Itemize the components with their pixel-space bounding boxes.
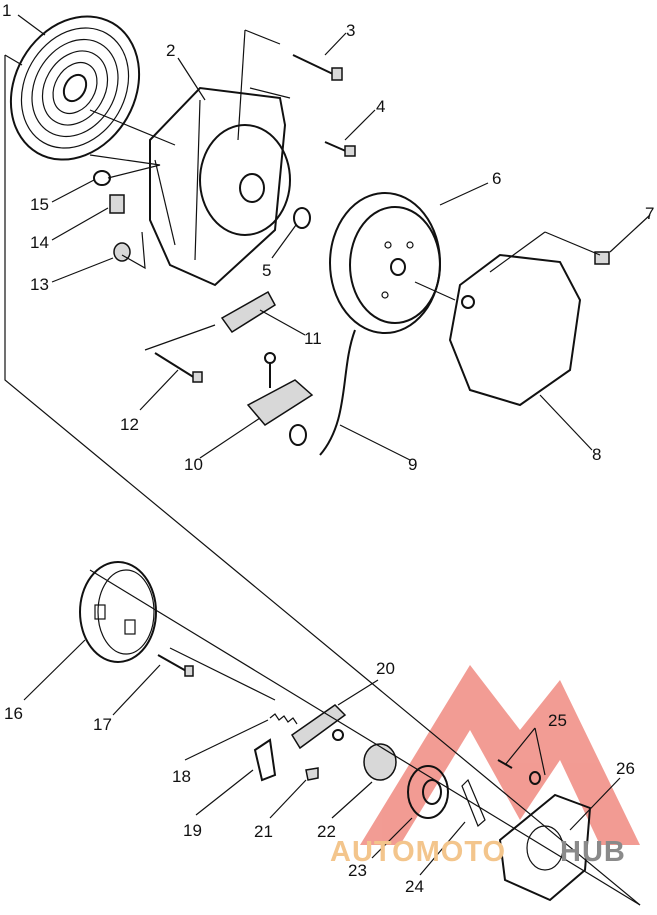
starter-lever	[220, 290, 276, 334]
plate-26	[498, 793, 592, 902]
callout-12: 12	[120, 415, 139, 434]
bolt-25	[497, 759, 541, 785]
callout-1: 1	[2, 1, 12, 20]
callout-20: 20	[376, 659, 395, 678]
callout-6: 6	[492, 169, 502, 188]
callout-9: 9	[408, 455, 418, 474]
callout-16: 16	[4, 704, 23, 723]
rope-pulley	[329, 192, 441, 334]
callout-8: 8	[592, 445, 602, 464]
callout-25: 25	[548, 711, 567, 730]
callout-15: 15	[30, 195, 49, 214]
rope-handle	[246, 352, 314, 446]
reference-lines	[4, 29, 641, 906]
starter-cover	[448, 253, 582, 407]
bushing-14	[109, 194, 125, 214]
spring-18	[269, 713, 298, 725]
pawl-19	[253, 738, 277, 782]
bushing-23	[407, 765, 449, 819]
callout-21: 21	[254, 822, 273, 841]
callout-13: 13	[30, 275, 49, 294]
callout-3: 3	[346, 21, 356, 40]
callout-26: 26	[616, 759, 635, 778]
pin-21	[305, 767, 319, 781]
washer-5	[293, 207, 311, 229]
callout-24: 24	[405, 877, 424, 896]
callout-11: 11	[304, 329, 322, 348]
watermark-text-hub: HUB	[560, 836, 626, 868]
callout-23: 23	[348, 861, 367, 880]
bolt-4	[324, 141, 356, 157]
watermark-logo	[360, 665, 640, 845]
leader-lines	[17, 14, 651, 876]
sleeve-22	[363, 743, 397, 781]
callout-14: 14	[30, 233, 49, 252]
callout-19: 19	[183, 821, 202, 840]
watermark-text-main: AUTOMOTO	[330, 836, 507, 868]
callout-4: 4	[376, 97, 386, 116]
washer-15	[93, 170, 111, 186]
nut-13	[113, 242, 131, 262]
drive-cup	[79, 561, 157, 663]
bolt-17	[157, 654, 194, 677]
callout-18: 18	[172, 767, 191, 786]
starter-rope	[319, 329, 356, 456]
bolt-12	[154, 352, 203, 383]
callout-17: 17	[93, 715, 112, 734]
recoil-spring	[9, 15, 141, 161]
pawl-20	[290, 704, 347, 750]
callout-22: 22	[317, 822, 336, 841]
lower-reference-lines	[89, 569, 641, 906]
bolt-3	[292, 54, 343, 81]
callout-5: 5	[262, 261, 272, 280]
callout-7: 7	[645, 204, 655, 223]
starter-housing	[149, 86, 291, 287]
callout-2: 2	[166, 41, 176, 60]
callout-10: 10	[184, 455, 203, 474]
